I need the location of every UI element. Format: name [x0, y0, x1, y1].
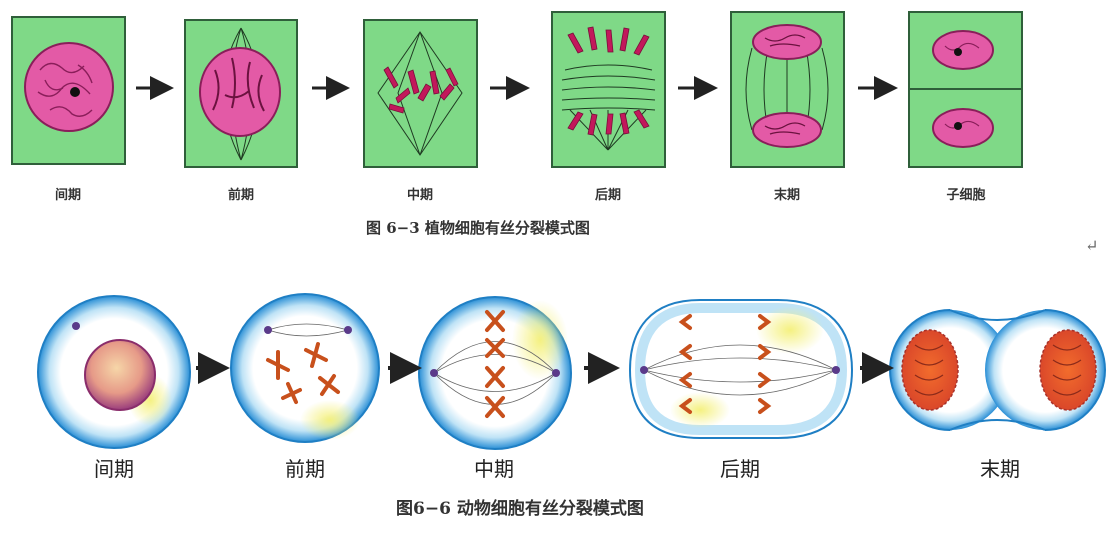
plant-interphase-cell — [11, 16, 126, 165]
plant-metaphase-cell — [363, 19, 478, 168]
plant-anaphase-cell — [551, 11, 666, 168]
return-mark-icon: ↵ — [1085, 236, 1099, 255]
animal-stage-label-anaphase: 后期 — [720, 457, 760, 481]
animal-stage-label-telophase: 末期 — [980, 457, 1020, 481]
animal-metaphase-cell — [418, 296, 572, 450]
plant-stage-label-prophase: 前期 — [227, 188, 255, 203]
plant-stage-label-telophase: 末期 — [773, 188, 801, 203]
plant-stage-label-anaphase: 后期 — [594, 188, 622, 203]
plant-stage-label-metaphase: 中期 — [406, 188, 434, 203]
animal-interphase-cell — [37, 295, 191, 449]
plant-daughter-cells — [908, 11, 1023, 168]
plant-telophase-cell — [730, 11, 845, 168]
plant-stage-label-interphase: 间期 — [54, 188, 82, 203]
animal-stage-label-metaphase: 中期 — [474, 457, 514, 481]
animal-stage-label-prophase: 前期 — [285, 457, 325, 481]
plant-figure-caption: 图 6−3 植物细胞有丝分裂模式图 — [366, 219, 590, 237]
plant-stage-label-daughter-cells: 子细胞 — [946, 188, 986, 203]
animal-figure-caption: 图6−6 动物细胞有丝分裂模式图 — [396, 499, 644, 519]
animal-stage-label-interphase: 间期 — [94, 457, 134, 481]
animal-prophase-cell — [230, 293, 380, 443]
animal-telophase-cell — [889, 309, 1106, 431]
plant-prophase-cell — [184, 19, 298, 168]
animal-anaphase-cell — [628, 299, 854, 439]
